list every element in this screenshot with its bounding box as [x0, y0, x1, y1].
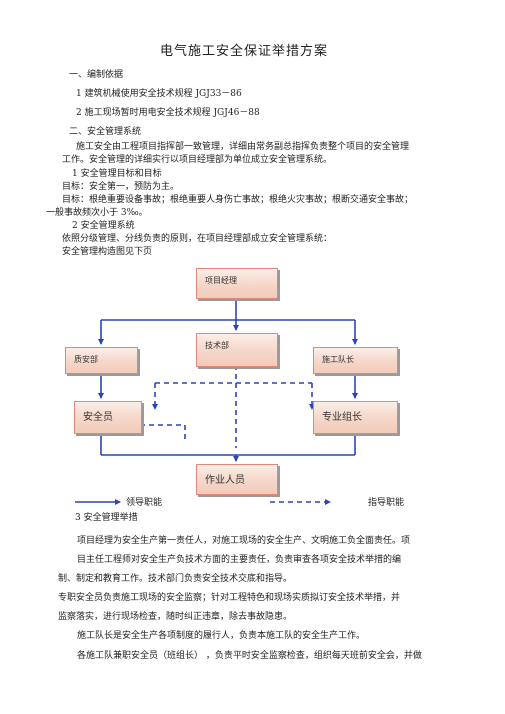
- section3-p1-line1: 项目经理为安全生产第一责任人，对施工现场的安全生产、文明施工负全面责任。项: [77, 536, 411, 546]
- box-construction-lead: 施工队长: [313, 347, 398, 374]
- section2-p1-line1: 施工安全由工程项目指挥部一致管理，详细由常务副总指挥负责整个项目的安全管理: [76, 142, 410, 152]
- box-safety-officer-label: 安全员: [83, 412, 113, 423]
- box-specialty-lead: 专业组长: [313, 401, 398, 434]
- box-safety-officer: 安全员: [74, 401, 142, 434]
- legend-lead-label: 领导职能: [126, 498, 163, 508]
- section3-p1-line3: 制、制定和教育工作。技术部门负责安全技术交底和指导。: [58, 574, 293, 584]
- box-tech-dept-label: 技术部: [205, 341, 229, 350]
- section1-item2: 2 施工现场暂时用电安全技术规程 JGJ46－88: [76, 108, 260, 118]
- section2-p1-line2: 工作。安全管理的详细实行以项目经理部为单位成立安全管理系统。: [62, 155, 333, 165]
- section3-p2-line2: 监察落实，进行现场检查，随时纠正违章，除去事故隐患。: [58, 612, 293, 622]
- section2-goal2-line1: 目标：根绝重要设备事故；根绝重要人身伤亡事故；根绝火灾事故；根断交通安全事故；: [62, 195, 414, 205]
- section3-p1-line2: 目主任工程师对安全生产负技术方面的主要责任，负责审查各项安全技术举措的编: [77, 555, 402, 565]
- section1-item1: 1 建筑机械使用安全技术规程 JGJ33－86: [76, 89, 242, 99]
- section2-sub1: 1 安全管理目标和目标: [72, 169, 162, 179]
- section2-goal1: 目标：安全第一，预防为主。: [62, 182, 180, 192]
- section3-sub3: 3 安全管理举措: [75, 513, 138, 523]
- section2-goal2-line2: 一般事故频次小于 3‰。: [46, 208, 148, 218]
- box-project-manager-label: 项目经理: [205, 276, 237, 285]
- box-workers-label: 作业人员: [205, 475, 245, 486]
- section3-p3: 施工队长是安全生产各项制度的履行人，负责本施工队的安全生产工作。: [77, 631, 366, 641]
- section3-p4: 各施工队兼职安全员（班组长） ，负责平时安全监察检查，组织每天班前安全会，并做: [77, 651, 422, 661]
- section3-p2-line1: 专职安全员负责施工现场的安全监察；针对工程特色和现场实质拟订安全技术举措，并: [58, 593, 401, 603]
- section2-org-line: 依照分级管理、分线负责的原则，在项目经理部成立安全管理系统：: [62, 234, 333, 244]
- section2-sub2: 2 安全管理系统: [72, 221, 135, 231]
- box-quality-safety-label: 质安部: [74, 355, 98, 364]
- box-project-manager: 项目经理: [196, 268, 278, 299]
- box-workers: 作业人员: [196, 464, 278, 495]
- box-construction-lead-label: 施工队长: [322, 355, 354, 364]
- box-tech-dept: 技术部: [196, 333, 278, 367]
- section2-heading: 二、安全管理系统: [69, 127, 142, 137]
- legend-guide-label: 指导职能: [368, 498, 405, 508]
- section1-heading: 一、编制依据: [69, 70, 124, 80]
- page-title: 电气施工安全保证举措方案: [160, 44, 329, 59]
- box-quality-safety: 质安部: [65, 347, 138, 374]
- box-specialty-lead-label: 专业组长: [322, 412, 362, 423]
- section2-chart-ref: 安全管理构造图见下页: [62, 247, 153, 257]
